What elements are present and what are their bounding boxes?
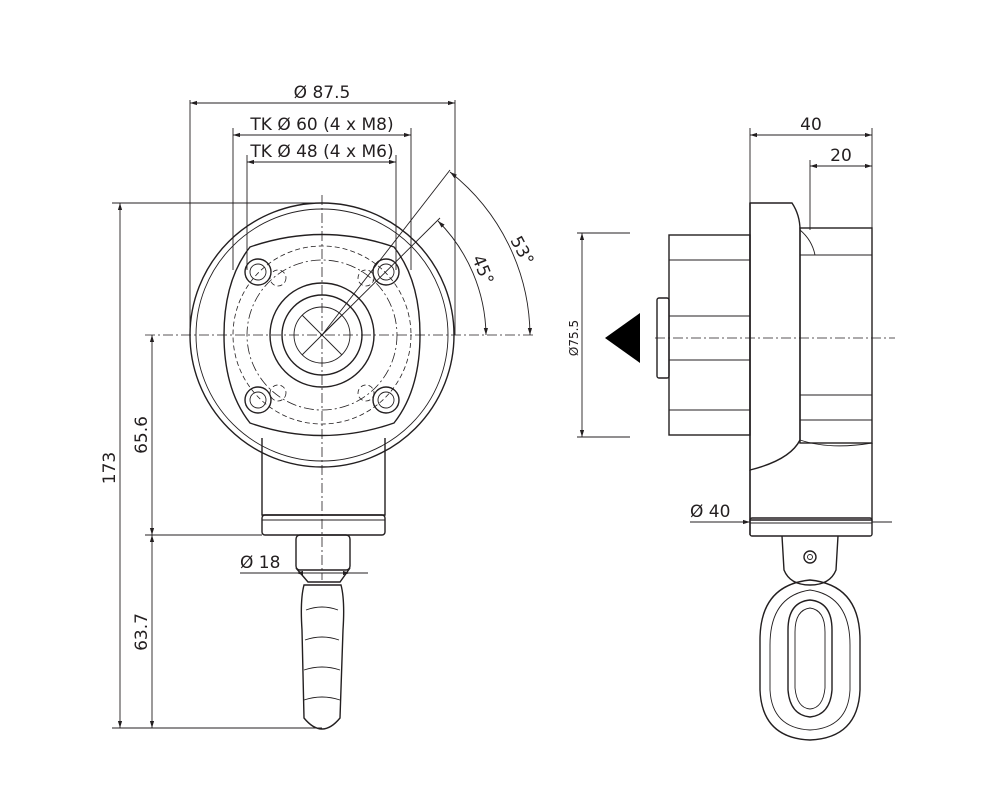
bolt-hole-tl — [244, 258, 287, 287]
dim-shaft-diameter-label: Ø 18 — [240, 553, 280, 573]
dim-lower-height-label: 63.7 — [132, 613, 152, 651]
bolt-hole-br — [357, 384, 400, 414]
dim-pcd-m6: TK Ø 48 (4 x M6) — [247, 142, 396, 165]
dim-lower-height: 63.7 — [132, 535, 155, 728]
view-direction-arrow — [605, 313, 640, 363]
side-view: 40 20 Ø75.5 — [567, 115, 895, 741]
dim-pcd-m8: TK Ø 60 (4 x M8) — [233, 115, 411, 138]
dim-angle-45-label: 45° — [467, 252, 497, 287]
dim-pcd-m8-label: TK Ø 60 (4 x M8) — [249, 115, 393, 135]
bolt-hole-bl — [244, 384, 287, 414]
dim-outer-diameter: Ø 87.5 — [190, 83, 455, 106]
dim-base-diameter: Ø 40 — [690, 502, 892, 525]
dim-shaft-diameter: Ø 18 — [240, 553, 368, 576]
dim-width-total-label: 40 — [800, 115, 822, 135]
dim-body-diameter-label: Ø75.5 — [567, 320, 581, 356]
bolt-hole-tr — [357, 258, 400, 287]
front-view: Ø 87.5 TK Ø 60 (4 x M8) TK Ø 48 (4 x M6)… — [100, 83, 538, 730]
crank-handle — [300, 584, 345, 730]
dim-width-flange-label: 20 — [830, 146, 852, 166]
dim-pcd-m6-label: TK Ø 48 (4 x M6) — [249, 142, 393, 162]
dim-outer-diameter-label: Ø 87.5 — [294, 83, 351, 103]
dim-angle-53-label: 53° — [506, 233, 538, 269]
dim-total-height: 173 — [100, 203, 123, 728]
dim-upper-height-label: 65.6 — [132, 416, 152, 454]
dim-upper-height: 65.6 — [132, 335, 155, 535]
dim-total-height-label: 173 — [100, 452, 120, 484]
dim-base-diameter-label: Ø 40 — [690, 502, 730, 522]
dim-body-diameter: Ø75.5 — [567, 233, 585, 437]
dim-width-flange: 20 — [810, 146, 872, 169]
crank-handle-side — [759, 579, 861, 741]
dim-width-total: 40 — [750, 115, 872, 138]
